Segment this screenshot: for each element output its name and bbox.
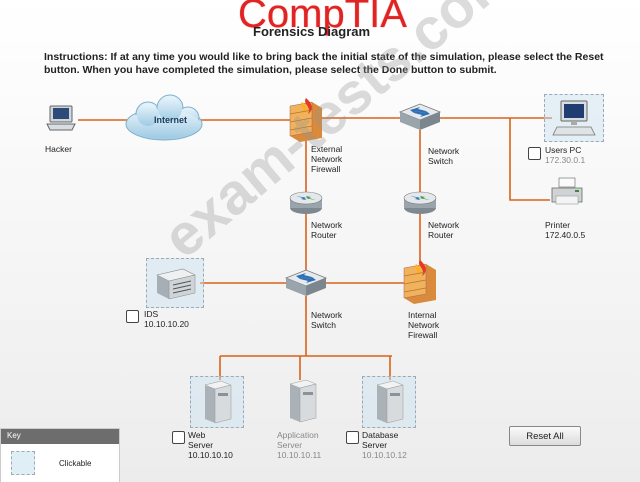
internet-label: Internet	[154, 115, 188, 125]
web-server-icon	[204, 380, 232, 424]
ids-appliance-icon	[156, 268, 196, 300]
external-firewall-icon	[286, 96, 326, 147]
database-server-label: Database Server	[362, 430, 399, 450]
comptia-logo: CompTIA	[238, 0, 407, 36]
ids-checkbox[interactable]	[126, 310, 139, 323]
database-server-icon	[376, 380, 404, 424]
ids-label: IDS	[144, 309, 159, 319]
reset-all-button[interactable]: Reset All	[509, 426, 581, 446]
printer-label: Printer	[545, 220, 571, 230]
right-network-router-label: Network Router	[428, 220, 460, 240]
web-server-clickable-zone[interactable]	[190, 376, 244, 428]
main-network-switch-icon	[284, 268, 328, 303]
link-branch-printer	[509, 118, 550, 201]
clickable-key-label: Clickable	[59, 459, 92, 468]
web-server-ip: 10.10.10.10	[188, 450, 233, 460]
users-pc-label: Users PC	[545, 145, 582, 155]
top-network-switch-label: Network Switch	[428, 146, 460, 166]
printer-icon	[550, 176, 584, 213]
application-server-ip: 10.10.10.11	[277, 450, 322, 460]
internal-firewall-label: Internal Network Firewall	[408, 310, 440, 340]
web-server-checkbox[interactable]	[172, 431, 185, 444]
application-server-label: Application Server	[277, 430, 319, 450]
ids-clickable-zone[interactable]	[146, 258, 204, 308]
instructions-text: Instructions: If at any time you would l…	[44, 51, 604, 76]
clickable-swatch	[11, 451, 35, 475]
database-server-ip: 10.10.10.12	[362, 450, 407, 460]
users-pc-checkbox[interactable]	[528, 147, 541, 160]
left-network-router-icon	[288, 186, 324, 221]
external-firewall-label: External Network Firewall	[311, 144, 343, 174]
key-title: Key	[1, 429, 119, 444]
left-network-router-label: Network Router	[311, 220, 343, 240]
page-title: Forensics Diagram	[253, 24, 371, 39]
database-server-clickable-zone[interactable]	[362, 376, 416, 428]
key-panel: Key Clickable	[0, 428, 120, 482]
main-network-switch-label: Network Switch	[311, 310, 343, 330]
printer-ip: 172.40.0.5	[545, 230, 586, 240]
hacker-laptop-icon	[45, 104, 77, 139]
users-pc-icon	[552, 100, 596, 136]
users-pc-ip: 172.30.0.1	[545, 155, 586, 165]
web-server-label: Web Server	[188, 430, 214, 450]
right-network-router-icon	[402, 186, 438, 221]
hacker-label: Hacker	[45, 144, 72, 154]
database-server-checkbox[interactable]	[346, 431, 359, 444]
top-network-switch-icon	[398, 102, 442, 137]
ids-ip: 10.10.10.20	[144, 319, 189, 329]
internet-cloud-icon	[120, 94, 208, 151]
users-pc-clickable-zone[interactable]	[544, 94, 604, 142]
internal-firewall-icon	[400, 258, 440, 309]
application-server-icon	[276, 376, 328, 431]
